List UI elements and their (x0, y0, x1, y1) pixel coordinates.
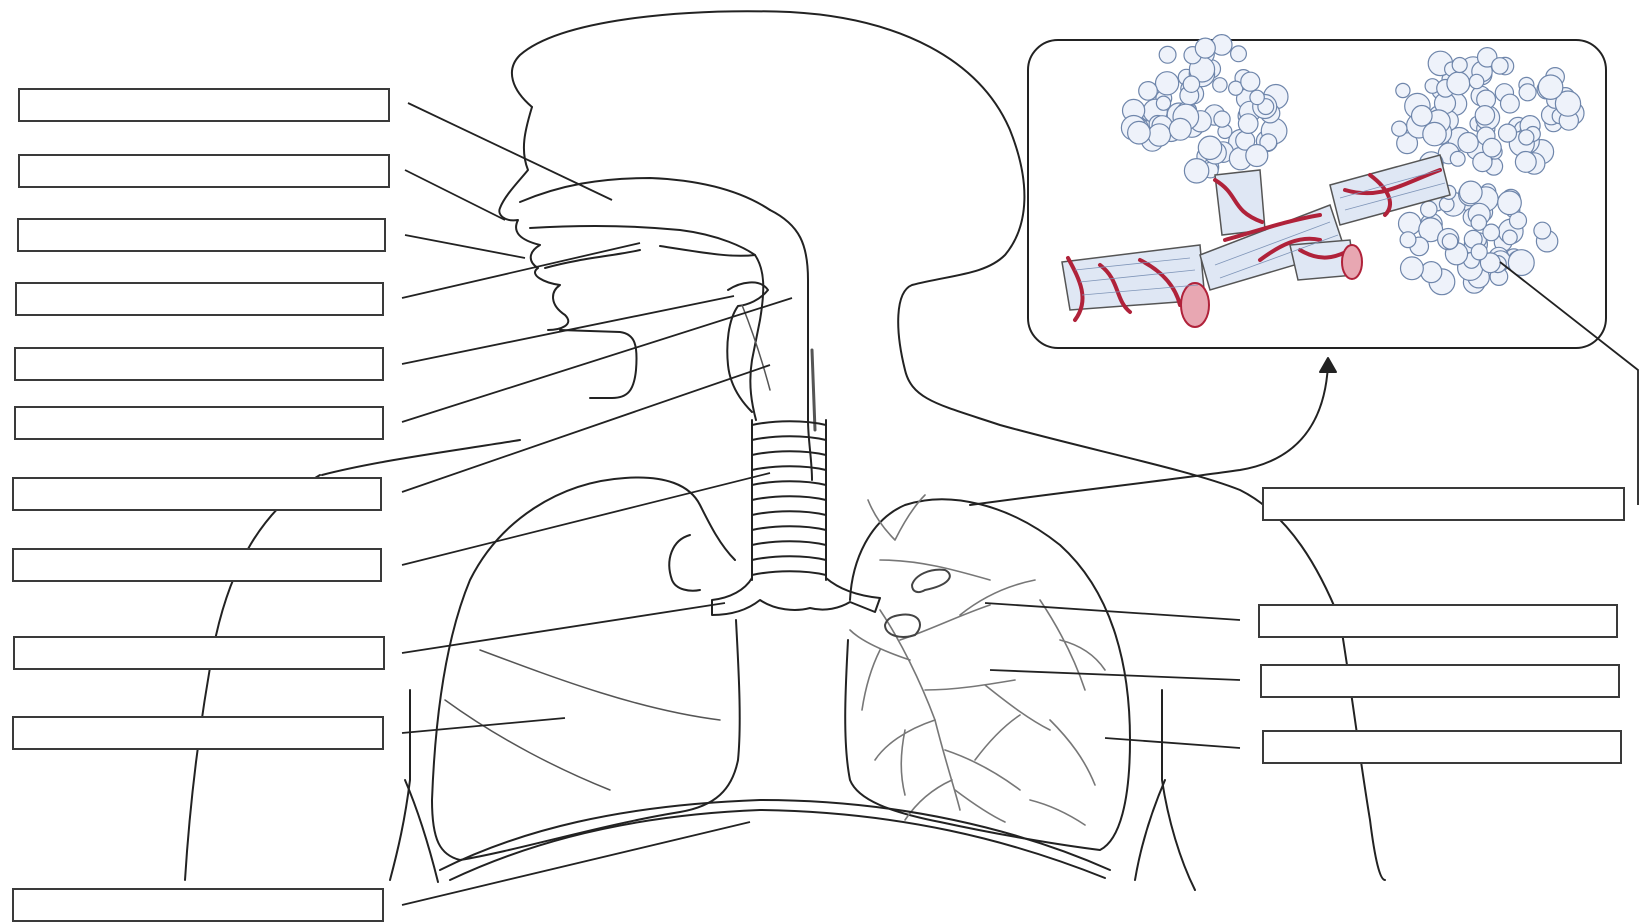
alveolus (1183, 76, 1199, 92)
label-field-right-1[interactable] (1262, 487, 1625, 521)
alveolus (1169, 118, 1191, 140)
alveolus (1156, 96, 1170, 110)
primary-bronchi (712, 578, 880, 615)
alveolus (1452, 58, 1467, 73)
alveolus (1392, 121, 1407, 136)
alveolus (1198, 136, 1221, 159)
tongue-outline (545, 250, 640, 268)
label-field-left-4[interactable] (15, 282, 384, 316)
label-field-left-6[interactable] (14, 406, 384, 440)
alveolus (1492, 58, 1508, 74)
label-field-left-7[interactable] (12, 477, 382, 511)
insert-pointer-arrow (970, 365, 1328, 505)
alveolus (1458, 133, 1478, 153)
alveolus (1148, 124, 1170, 146)
torso-right-inner (1162, 690, 1195, 890)
alveolus (1469, 74, 1483, 88)
bronchiole-vessels (1062, 155, 1450, 327)
upper-nasal-line (520, 178, 770, 210)
alveolus (1412, 106, 1433, 127)
alveolus (1538, 75, 1562, 99)
alveolus (1498, 191, 1522, 215)
alveolus (1156, 72, 1179, 95)
alveolus (1231, 46, 1247, 62)
label-field-right-3[interactable] (1260, 664, 1620, 698)
right-lung (432, 477, 740, 860)
face-profile (499, 107, 568, 330)
alveolus (1213, 78, 1227, 92)
alveolus (1401, 257, 1424, 280)
alveolus (1400, 232, 1416, 248)
alveolus (1159, 46, 1176, 63)
alveolus (1214, 111, 1230, 127)
label-field-left-11[interactable] (12, 888, 384, 922)
alveolus (1515, 152, 1536, 173)
alveolus (1447, 72, 1470, 95)
trachea (752, 420, 826, 580)
alveolus (1421, 262, 1442, 283)
alveolus (1184, 159, 1208, 183)
pharynx-front (750, 255, 763, 420)
alveolus (1450, 151, 1465, 166)
alveolus (1246, 145, 1268, 167)
label-field-left-10[interactable] (12, 716, 384, 750)
jaw-outline (560, 330, 637, 398)
alveolus (1442, 234, 1457, 249)
alveolus (1534, 222, 1551, 239)
shoulder-line (322, 440, 520, 475)
alveolar-sac (1392, 48, 1584, 176)
alveolus (1475, 106, 1494, 125)
label-field-left-2[interactable] (18, 154, 390, 188)
alveolus (1460, 181, 1483, 204)
alveolus (1483, 138, 1502, 157)
label-field-right-4[interactable] (1262, 730, 1622, 764)
label-field-right-2[interactable] (1258, 604, 1618, 638)
alveolus (1250, 90, 1264, 104)
label-field-left-1[interactable] (18, 88, 390, 122)
alveolus (1238, 114, 1258, 134)
alveolus (1421, 201, 1437, 217)
label-field-left-3[interactable] (17, 218, 386, 252)
alveolus (1241, 72, 1260, 91)
alveolus (1499, 124, 1517, 142)
alveolus (1519, 130, 1534, 145)
alveolus (1139, 82, 1158, 101)
alveolar-sac (1121, 35, 1288, 183)
alveolus (1423, 122, 1446, 145)
torso-left-outer (185, 475, 320, 880)
pharynx-back (770, 210, 812, 480)
alveolus (1471, 215, 1486, 230)
alveolus (1501, 94, 1520, 113)
bronchial-tree (850, 495, 1105, 825)
label-field-left-8[interactable] (12, 548, 382, 582)
label-field-left-5[interactable] (14, 347, 384, 381)
alveolus (1503, 230, 1518, 245)
alveolus (1471, 244, 1487, 260)
alveolus (1128, 121, 1151, 144)
oral-cavity-line (530, 226, 755, 256)
alveolus (1396, 83, 1410, 97)
label-field-left-9[interactable] (13, 636, 385, 670)
alveolus (1195, 38, 1215, 58)
alveolus (1519, 84, 1536, 101)
